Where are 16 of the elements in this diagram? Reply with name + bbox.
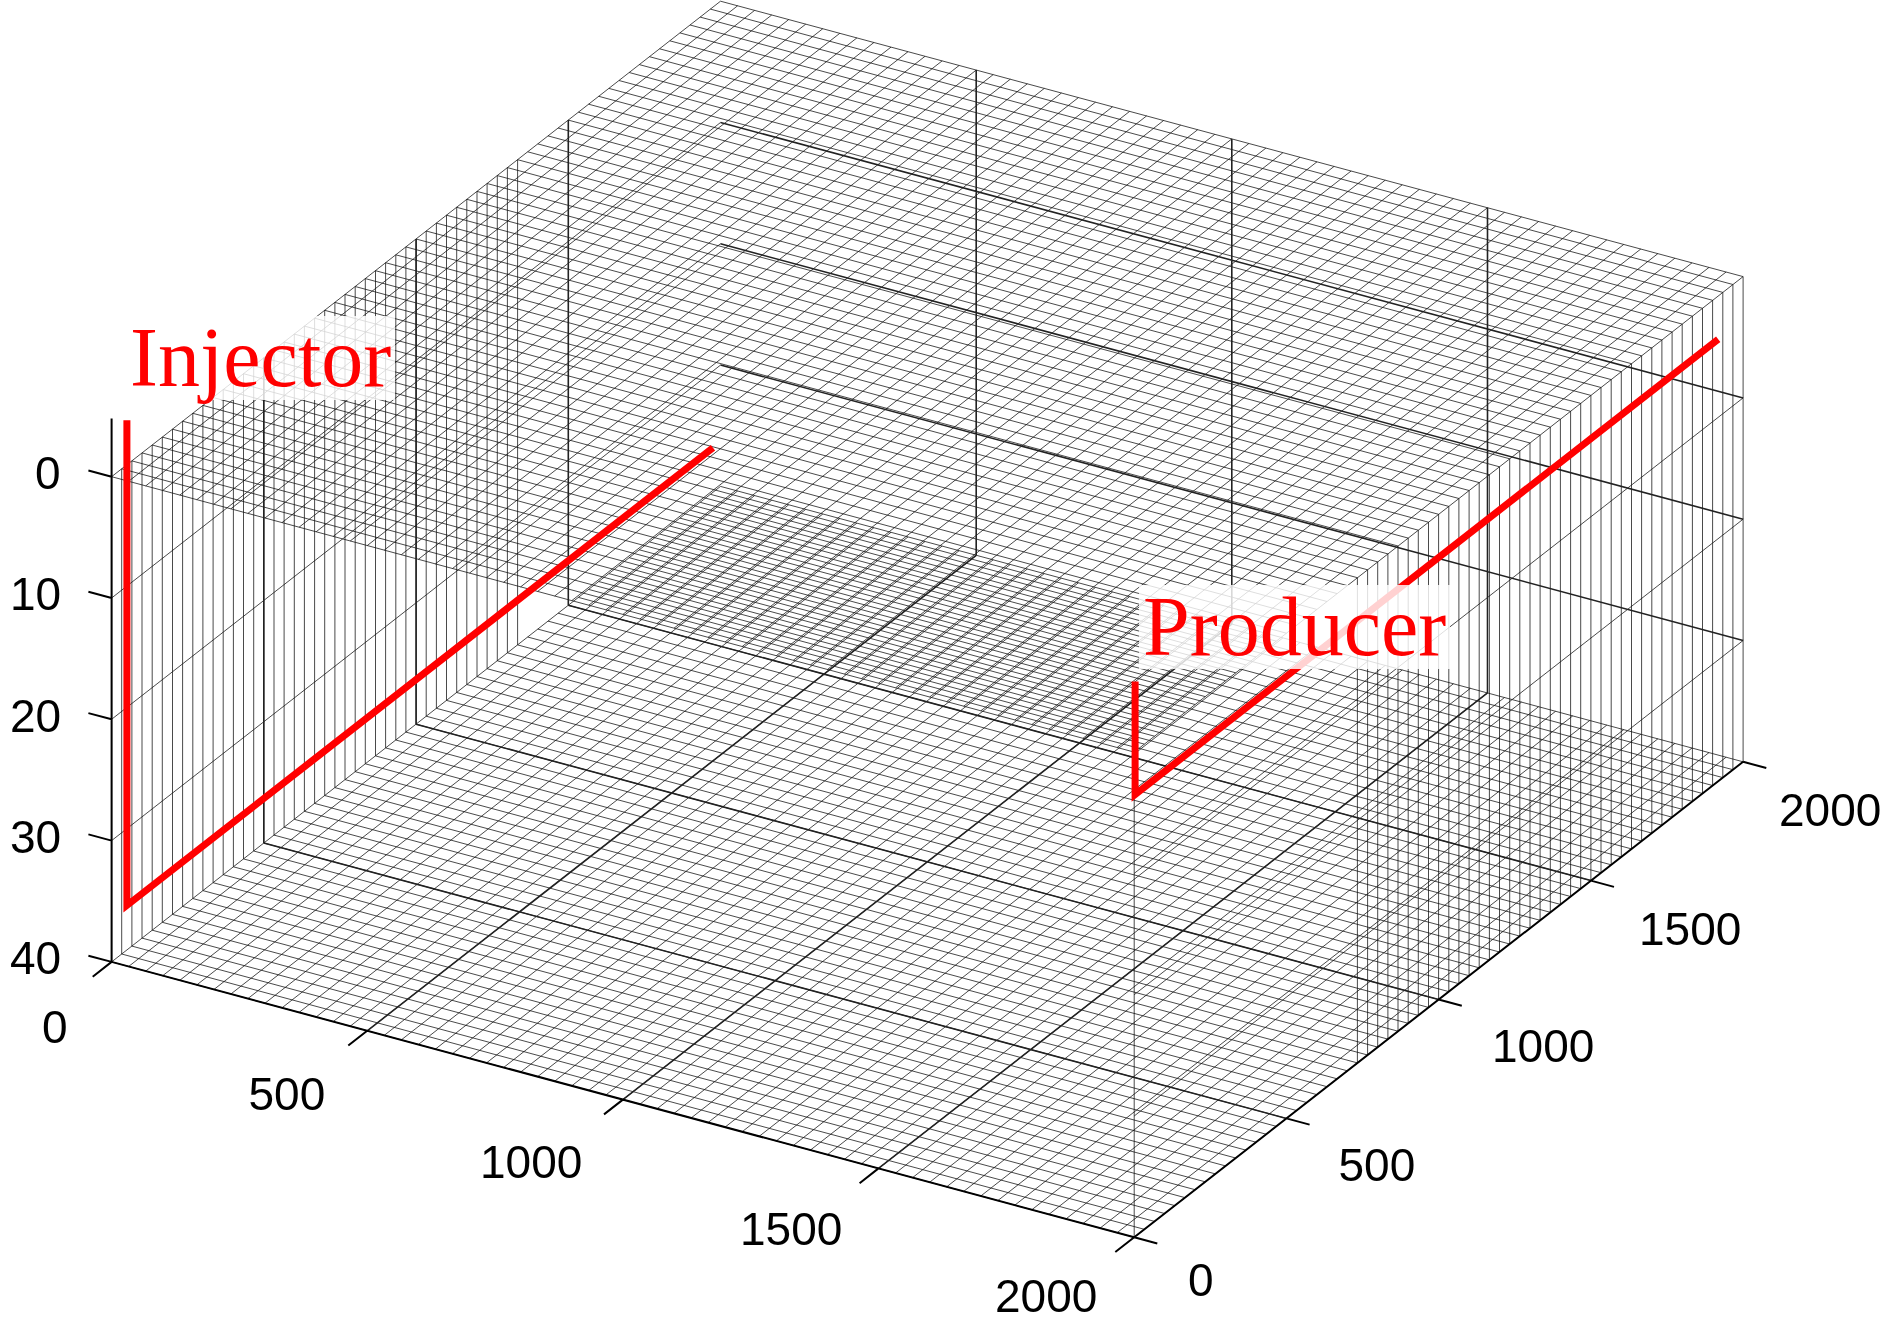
axis-tick-label: 0	[35, 450, 61, 496]
axis-tick-label: 0	[1188, 1257, 1214, 1303]
axis-tick-label: 2000	[1779, 787, 1882, 833]
axis-tick-label: 30	[10, 814, 62, 860]
well-label: Producer	[1139, 585, 1451, 669]
axis-tick-label: 1500	[740, 1206, 843, 1252]
axis-tick-label: 1000	[1492, 1023, 1595, 1069]
axis-tick-label: 10	[10, 571, 62, 617]
axis-tick-label: 500	[1338, 1142, 1416, 1188]
axis-tick-label: 20	[10, 693, 62, 739]
axis-tick-label: 1500	[1639, 906, 1742, 952]
axis-tick-label: 500	[248, 1071, 326, 1117]
axis-tick-label: 1000	[480, 1139, 583, 1185]
axis-tick-label: 0	[42, 1004, 68, 1050]
axis-tick-label: 40	[10, 935, 62, 981]
axis-tick-label: 2000	[995, 1273, 1098, 1319]
